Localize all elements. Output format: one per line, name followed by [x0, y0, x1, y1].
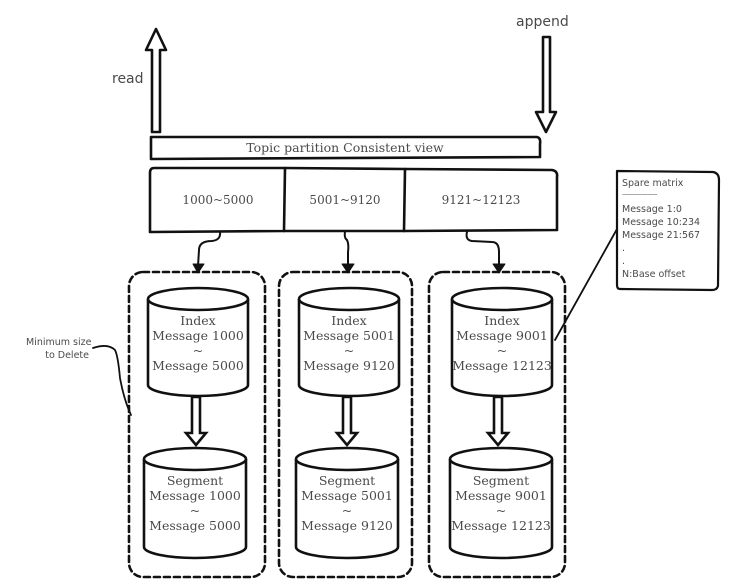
- range-box-1: [148, 166, 287, 234]
- min-size-line-1: Minimum size: [26, 337, 92, 348]
- index-text-2: Index Message 5001 ~ Message 9120: [303, 313, 395, 373]
- index-to-segment-arrow-1: [183, 395, 209, 448]
- segment-sep: ~: [189, 503, 201, 518]
- topic-partition-bar: [149, 135, 542, 161]
- index-cylinder-2-top: [297, 286, 401, 312]
- connector-arrowhead-1: [192, 263, 205, 274]
- sparse-note-box: [615, 169, 721, 292]
- segment-group-1: [127, 270, 267, 579]
- segment-cylinder-1-top: [142, 446, 248, 472]
- index-from: Message 9001: [456, 328, 548, 343]
- segment-title: Segment: [472, 473, 530, 488]
- connector-arrowhead-2: [341, 263, 355, 274]
- segment-cylinder-3-body: [448, 459, 554, 560]
- segment-sep: ~: [341, 503, 353, 518]
- sparse-note-line: .: [622, 243, 626, 254]
- segment-group-3: [427, 270, 567, 579]
- segment-text-1: Segment Message 1000 ~ Message 5000: [149, 473, 241, 533]
- connector-arrowhead-3: [492, 263, 506, 274]
- segment-to: Message 9120: [301, 518, 393, 533]
- segment-from: Message 5001: [301, 488, 393, 503]
- segment-sep: ~: [495, 503, 507, 518]
- range-box-3: [402, 167, 559, 233]
- sparse-note-line: N:Base offset: [622, 269, 686, 280]
- index-from: Message 1000: [152, 328, 244, 343]
- sparse-note-line: Message 10:234: [622, 217, 701, 228]
- index-title: Index: [484, 313, 520, 328]
- range-label-3: 9121~12123: [441, 193, 521, 207]
- range-box-2: [282, 166, 407, 233]
- segment-cylinder-3-top: [448, 446, 554, 472]
- segment-from: Message 9001: [455, 488, 547, 503]
- index-to-segment-arrow-3: [485, 395, 511, 448]
- range-label-2: 5001~9120: [309, 193, 381, 207]
- append-label: append: [516, 14, 569, 30]
- index-sep: ~: [496, 343, 508, 358]
- index-text-3: Index Message 9001 ~ Message 12123: [452, 313, 552, 373]
- index-title: Index: [180, 313, 216, 328]
- index-cylinder-3-top: [450, 286, 554, 312]
- segment-to: Message 5000: [149, 518, 241, 533]
- connector-1: [197, 231, 222, 267]
- segment-to: Message 12123: [451, 518, 551, 533]
- read-arrow: [144, 27, 168, 134]
- range-label-1: 1000~5000: [182, 193, 254, 207]
- sparse-note-divider: ---------------------: [622, 191, 657, 198]
- min-size-line-2: to Delete: [45, 350, 89, 361]
- sparse-note-line: .: [622, 256, 626, 267]
- index-to: Message 9120: [303, 358, 395, 373]
- sparse-note-title: Spare matrix: [622, 178, 684, 189]
- index-to-segment-arrow-2: [334, 395, 360, 448]
- sparse-note-pointer: [554, 228, 618, 341]
- index-text-1: Index Message 1000 ~ Message 5000: [152, 313, 244, 373]
- read-label: read: [112, 71, 144, 87]
- segment-cylinder-1-body: [142, 459, 248, 560]
- segment-group-2: [277, 270, 414, 579]
- index-title: Index: [331, 313, 367, 328]
- append-arrow: [534, 35, 558, 134]
- connector-3: [465, 231, 500, 267]
- segment-text-2: Segment Message 5001 ~ Message 9120: [301, 473, 393, 533]
- index-to: Message 12123: [452, 358, 552, 373]
- index-to: Message 5000: [152, 358, 244, 373]
- index-sep: ~: [343, 343, 355, 358]
- index-sep: ~: [192, 343, 204, 358]
- segment-from: Message 1000: [149, 488, 241, 503]
- segment-cylinder-2-top: [294, 446, 400, 472]
- min-size-label: Minimum size to Delete: [26, 336, 92, 362]
- segment-title: Segment: [166, 473, 224, 488]
- index-cylinder-1-top: [146, 286, 250, 312]
- connector-2: [343, 231, 350, 267]
- segment-cylinder-2-body: [294, 459, 400, 560]
- segment-title: Segment: [318, 473, 376, 488]
- topic-view-label: Topic partition Consistent view: [246, 140, 444, 155]
- sparse-note-line: Message 1:0: [622, 204, 682, 215]
- index-from: Message 5001: [303, 328, 395, 343]
- sparse-note-line: Message 21:567: [622, 230, 701, 241]
- min-size-pointer: [92, 345, 132, 416]
- segment-text-3: Segment Message 9001 ~ Message 12123: [451, 473, 551, 533]
- sparse-note-content: Spare matrix --------------------- Messa…: [622, 177, 700, 281]
